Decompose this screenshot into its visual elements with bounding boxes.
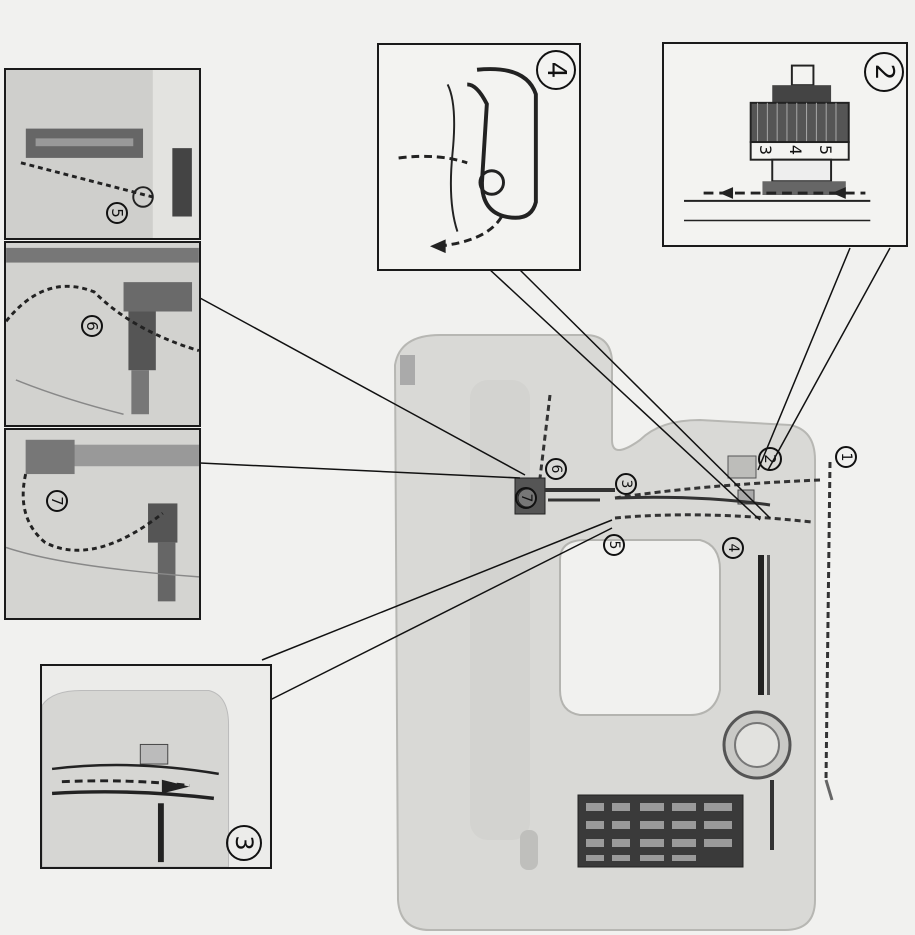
step-5-marker: 5 bbox=[603, 534, 625, 556]
panel-tension-dial: 3 4 5 2 bbox=[662, 42, 908, 247]
tension-dial-illustration bbox=[684, 64, 871, 222]
panel-needle-eye-7: 7 bbox=[4, 428, 201, 620]
thread-guide-5-photo bbox=[6, 70, 199, 238]
take-up-lever-illustration bbox=[398, 67, 538, 254]
tension-number-4: 4 bbox=[786, 144, 806, 156]
step-5-photo-label: 5 bbox=[106, 202, 128, 224]
step-3-marker: 3 bbox=[615, 473, 637, 495]
upper-guide-3-photo bbox=[42, 666, 270, 867]
tension-number-3: 3 bbox=[756, 144, 776, 156]
needle-eye-7-photo bbox=[6, 430, 199, 618]
panel-needle-bar-guide-6: 6 bbox=[4, 241, 201, 427]
step-1-marker: 1 bbox=[835, 446, 857, 468]
step-6-marker: 6 bbox=[545, 458, 567, 480]
step-7-marker: 7 bbox=[515, 487, 537, 509]
step-3-label: 3 bbox=[226, 825, 264, 861]
step-7-photo-label: 7 bbox=[46, 490, 68, 512]
machine-body bbox=[393, 334, 816, 931]
step-4-marker: 4 bbox=[722, 537, 744, 559]
step-2-marker: 2 bbox=[758, 447, 782, 471]
step-6-photo-label: 6 bbox=[81, 315, 103, 337]
tension-number-5: 5 bbox=[816, 144, 836, 156]
step-4-label: 4 bbox=[536, 50, 576, 90]
thread-path bbox=[538, 394, 834, 801]
panel-upper-guide-3: 3 bbox=[40, 664, 272, 869]
needle-bar-guide-6-photo bbox=[6, 243, 199, 425]
panel-take-up-lever: 4 bbox=[377, 43, 581, 271]
leader-lines bbox=[199, 247, 891, 701]
panel-thread-guide-5: 5 bbox=[4, 68, 201, 240]
step-2-label: 2 bbox=[864, 52, 904, 92]
